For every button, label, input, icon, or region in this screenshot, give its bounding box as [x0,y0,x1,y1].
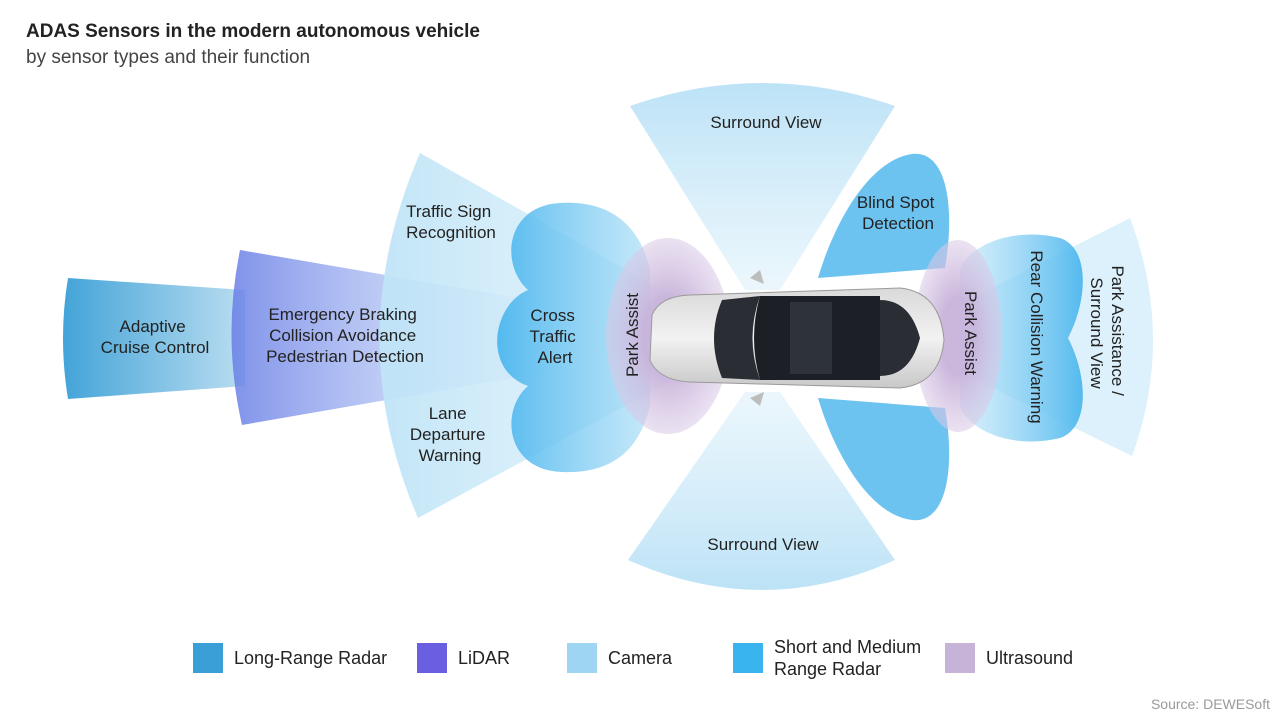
legend-swatch [567,643,597,673]
surround-view-top-label: Surround View [710,113,822,132]
park-assist-front-label: Park Assist [623,293,642,377]
lane-departure-label: Lane Departure Warning [410,404,490,465]
legend-label: Long-Range Radar [234,648,388,668]
legend-item-short-medium-radar: Short and Medium Range Radar [733,636,929,680]
page-subtitle: by sensor types and their function [26,47,311,68]
blind-spot-top-zone [818,153,950,278]
legend-swatch [733,643,763,673]
legend-swatch [193,643,223,673]
legend-item-camera: Camera [567,636,768,680]
legend-label: Short and Medium Range Radar [774,637,922,679]
car-illustration [649,270,945,406]
blind-spot-bottom-zone [818,398,950,521]
source-note: Source: DEWESoft [1150,696,1270,712]
legend-item-long-range-radar: Long-Range Radar [193,636,394,680]
legend-label: Ultrasound [986,648,1074,668]
long-range-radar-zone [63,278,245,399]
ultrasound-rear-zone [914,240,1002,432]
cross-traffic-label: Cross Traffic Alert [529,306,580,367]
surround-view-bottom-zone [628,392,895,590]
rear-collision-label: Rear Collision Warning [1027,250,1046,423]
page-title: ADAS Sensors in the modern autonomous ve… [26,21,480,42]
legend-swatch [417,643,447,673]
adaptive-cruise-label: Adaptive Cruise Control [101,317,210,357]
legend-item-ultrasound: Ultrasound [945,636,1146,680]
surround-view-bottom-label: Surround View [707,535,819,554]
park-assist-rear-label: Park Assist [961,291,980,375]
blind-spot-label: Blind Spot Detection [857,193,939,233]
emergency-braking-label: Emergency Braking Collision Avoidance Pe… [266,305,424,366]
park-assistance-surround-label: Park Assistance / Surround View [1087,265,1127,400]
legend-label: Camera [608,648,673,668]
sensor-diagram: Adaptive Cruise Control Emergency Brakin… [63,83,1154,590]
surround-view-top-zone [630,83,895,290]
legend: Long-Range Radar LiDAR Camera Short and … [0,636,1280,684]
legend-label: LiDAR [458,648,511,668]
legend-item-lidar: LiDAR [417,636,618,680]
legend-swatch [945,643,975,673]
cross-traffic-radar-zone [497,202,650,473]
traffic-sign-label: Traffic Sign Recognition [406,202,496,242]
